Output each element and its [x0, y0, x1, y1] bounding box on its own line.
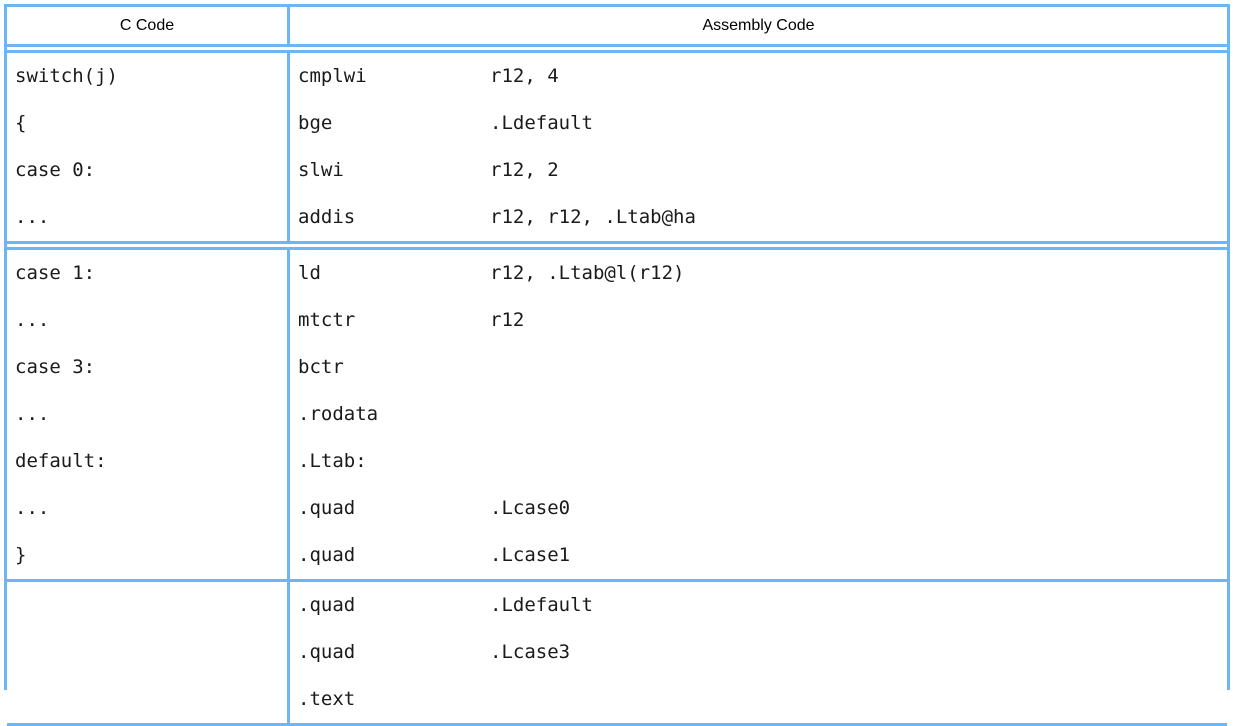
table-row: ... — [7, 391, 287, 438]
table-row: ... — [7, 194, 287, 241]
asm-operand: .Ldefault — [490, 114, 593, 133]
table-row: cmplwir12, 4 — [290, 53, 1227, 100]
asm-mnemonic: ld — [290, 264, 490, 283]
table-row: mtctrr12 — [290, 297, 1227, 344]
table-row: case 3: — [7, 344, 287, 391]
table-block-3: .quad.Ldefault .quad.Lcase3 .text — [7, 582, 1227, 723]
c-code-line: } — [7, 546, 26, 565]
table-row: .text — [290, 676, 1227, 723]
asm-mnemonic: mtctr — [290, 311, 490, 330]
table-row: { — [7, 100, 287, 147]
table-row: case 0: — [7, 147, 287, 194]
block-1-assembly-column: cmplwir12, 4 bge.Ldefault slwir12, 2 add… — [290, 53, 1227, 241]
table-row: .quad.Lcase0 — [290, 485, 1227, 532]
c-code-line: switch(j) — [7, 67, 118, 86]
table-row: .quad.Lcase3 — [290, 629, 1227, 676]
table-row: .Ltab: — [290, 438, 1227, 485]
asm-operand: .Lcase1 — [490, 546, 570, 565]
c-code-line: case 0: — [7, 161, 95, 180]
table-row: } — [7, 532, 287, 579]
table-block-2: case 1: ... case 3: ... default: ... } — [7, 250, 1227, 579]
column-header-c-code: C Code — [7, 7, 290, 44]
block-1-c-column: switch(j) { case 0: ... — [7, 53, 290, 241]
asm-operand: r12, r12, .Ltab@ha — [490, 208, 696, 227]
asm-mnemonic: .rodata — [290, 405, 490, 424]
table-row: .quad.Lcase1 — [290, 532, 1227, 579]
column-header-assembly-code: Assembly Code — [290, 7, 1227, 44]
asm-mnemonic: cmplwi — [290, 67, 490, 86]
table-row: default: — [7, 438, 287, 485]
c-code-line: ... — [7, 405, 49, 424]
asm-mnemonic: .quad — [290, 499, 490, 518]
table-row: bctr — [290, 344, 1227, 391]
table-row: ... — [7, 485, 287, 532]
asm-operand: r12 — [490, 311, 524, 330]
asm-mnemonic: .Ltab: — [290, 452, 490, 471]
asm-mnemonic: slwi — [290, 161, 490, 180]
table-row — [7, 676, 287, 723]
asm-operand: .Ldefault — [490, 596, 593, 615]
table-row: case 1: — [7, 250, 287, 297]
c-code-line: ... — [7, 499, 49, 518]
header-separator-rule — [7, 44, 1227, 53]
asm-operand: r12, 4 — [490, 67, 559, 86]
table-row: .rodata — [290, 391, 1227, 438]
asm-mnemonic: bge — [290, 114, 490, 133]
table-row: switch(j) — [7, 53, 287, 100]
table-row: slwir12, 2 — [290, 147, 1227, 194]
asm-mnemonic: .text — [290, 690, 490, 709]
c-code-line: ... — [7, 208, 49, 227]
code-comparison-table: C Code Assembly Code switch(j) { case 0:… — [4, 4, 1230, 690]
asm-operand: .Lcase3 — [490, 643, 570, 662]
block-separator-rule-1 — [7, 241, 1227, 250]
table-header-row: C Code Assembly Code — [7, 7, 1227, 44]
c-code-line: case 3: — [7, 358, 95, 377]
asm-mnemonic: .quad — [290, 546, 490, 565]
block-2-c-column: case 1: ... case 3: ... default: ... } — [7, 250, 290, 579]
c-code-line: { — [7, 114, 26, 133]
table-row: ... — [7, 297, 287, 344]
asm-mnemonic: bctr — [290, 358, 490, 377]
block-3-assembly-column: .quad.Ldefault .quad.Lcase3 .text — [290, 582, 1227, 723]
c-code-line: default: — [7, 452, 107, 471]
asm-operand: .Lcase0 — [490, 499, 570, 518]
table-row — [7, 582, 287, 629]
asm-operand: r12, .Ltab@l(r12) — [490, 264, 684, 283]
asm-operand: r12, 2 — [490, 161, 559, 180]
table-row — [7, 629, 287, 676]
asm-mnemonic: addis — [290, 208, 490, 227]
table-row: ldr12, .Ltab@l(r12) — [290, 250, 1227, 297]
block-2-assembly-column: ldr12, .Ltab@l(r12) mtctrr12 bctr .rodat… — [290, 250, 1227, 579]
table-block-1: switch(j) { case 0: ... cmplwir12, 4 bge… — [7, 53, 1227, 241]
asm-mnemonic: .quad — [290, 643, 490, 662]
block-3-c-column — [7, 582, 290, 723]
asm-mnemonic: .quad — [290, 596, 490, 615]
table-row: addisr12, r12, .Ltab@ha — [290, 194, 1227, 241]
c-code-line: case 1: — [7, 264, 95, 283]
table-row: .quad.Ldefault — [290, 582, 1227, 629]
table-row: bge.Ldefault — [290, 100, 1227, 147]
c-code-line: ... — [7, 311, 49, 330]
